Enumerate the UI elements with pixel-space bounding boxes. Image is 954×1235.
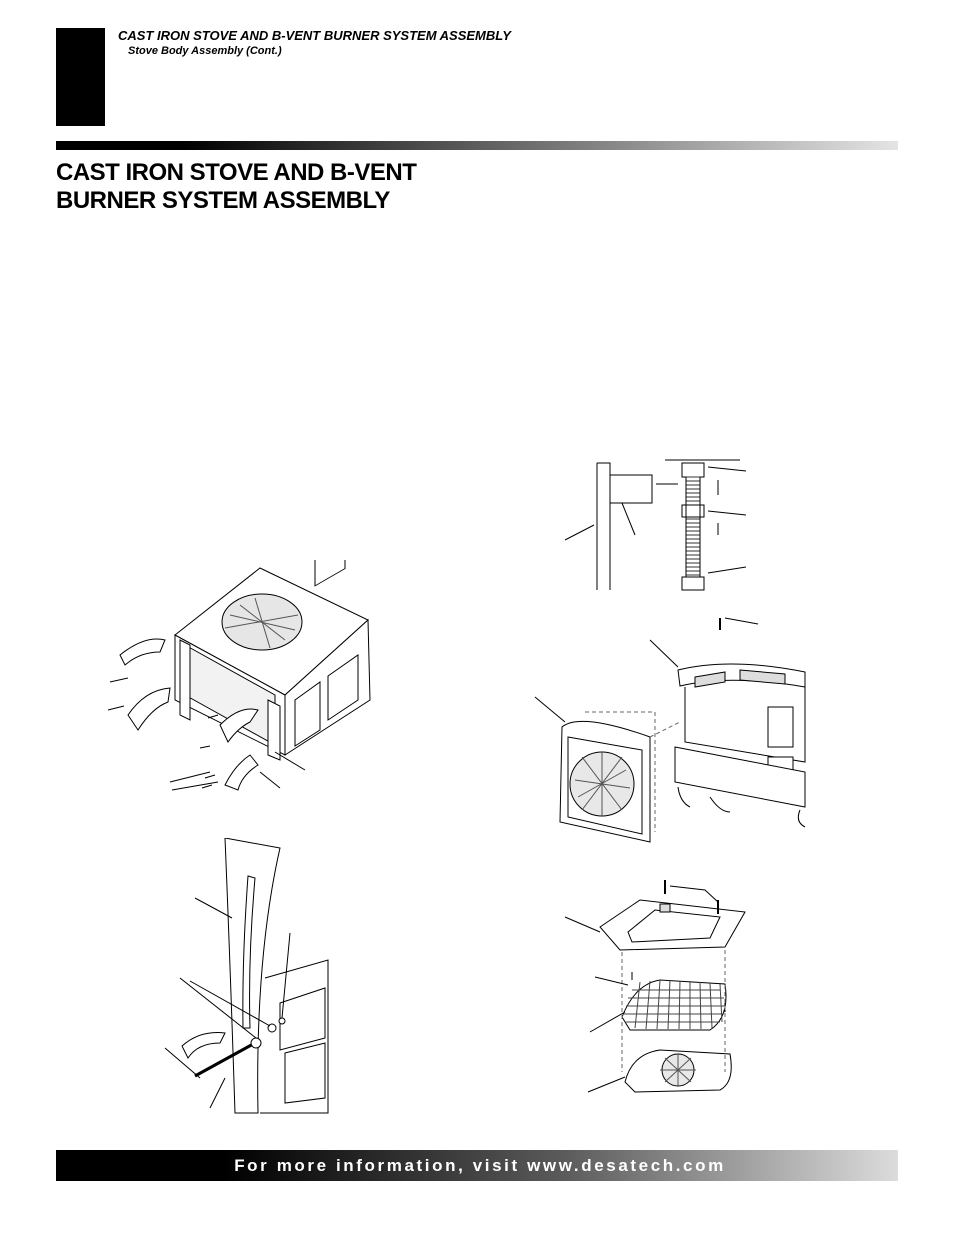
footer-text: For more information, visit www.desatech… xyxy=(234,1155,726,1175)
header-rule xyxy=(56,141,898,150)
side-panel-figure xyxy=(160,838,340,1118)
page-title-line1: CAST IRON STOVE AND B-VENT xyxy=(56,159,417,186)
header-section-title: CAST IRON STOVE AND B-VENT BURNER SYSTEM… xyxy=(118,28,511,43)
stove-front-door-figure xyxy=(530,612,820,852)
section-tab-block xyxy=(56,28,105,126)
footer-banner: For more information, visit www.desatech… xyxy=(56,1150,898,1181)
leveling-bolt-figure xyxy=(560,455,760,595)
page-title: CAST IRON STOVE AND B-VENT BURNER SYSTEM… xyxy=(56,159,417,215)
stove-body-side-figure xyxy=(100,560,380,810)
base-grate-figure xyxy=(560,872,760,1097)
header-subsection: Stove Body Assembly (Cont.) xyxy=(128,45,282,57)
page-title-line2: BURNER SYSTEM ASSEMBLY xyxy=(56,187,390,214)
